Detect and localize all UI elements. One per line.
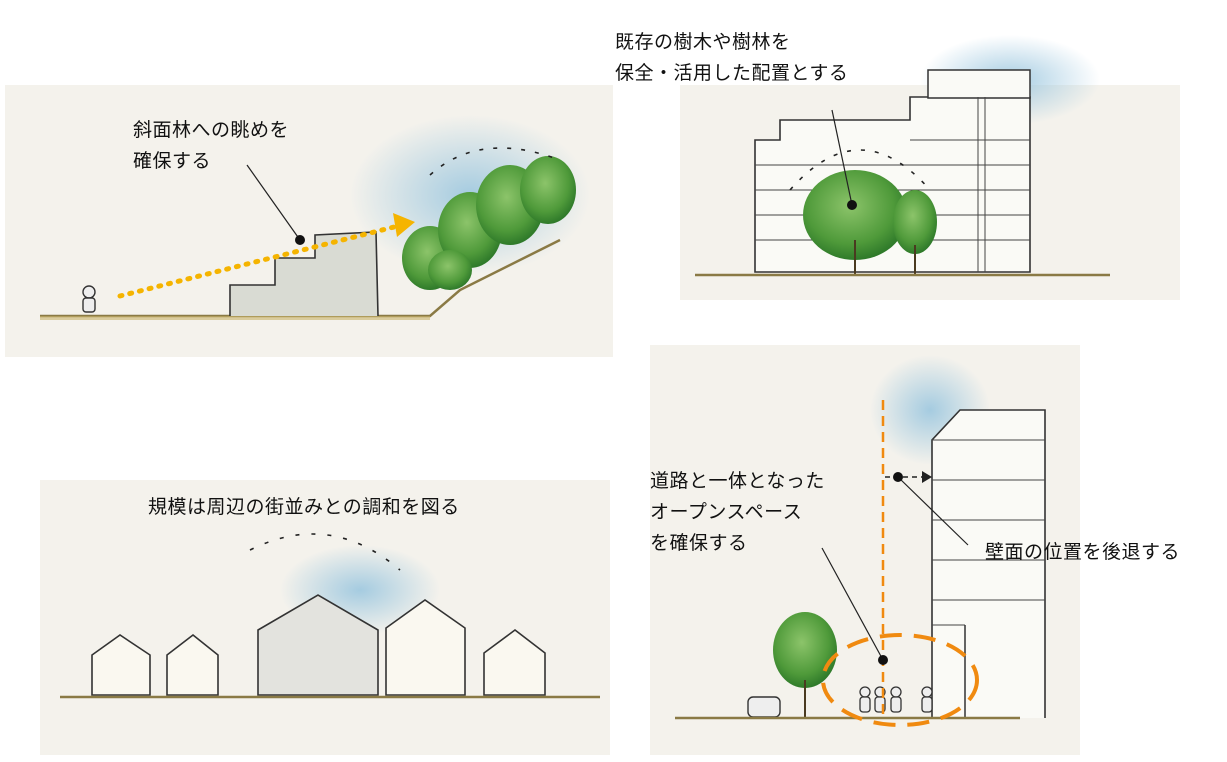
street-tree (773, 612, 837, 688)
label-line: オープンスペース (650, 501, 803, 523)
existing-trees (803, 170, 937, 275)
view-arc (789, 149, 931, 191)
setback-arrow-head (922, 471, 932, 483)
house (385, 599, 466, 696)
tall-building (931, 409, 1046, 718)
floor-lines (755, 97, 1030, 272)
leader-dot (847, 200, 857, 210)
label-line: 壁面の位置を後退する (985, 541, 1181, 563)
leader-dot (295, 235, 305, 245)
car (747, 696, 781, 718)
sight-line (117, 223, 401, 299)
large-house (257, 594, 379, 696)
label-slope-forest-view: 斜面林への眺めを 確保する (133, 115, 289, 177)
label-line: 道路と一体となった (650, 470, 825, 492)
leader-dot (893, 472, 903, 482)
view-arc (429, 147, 561, 176)
leader-line (821, 547, 884, 661)
open-space-ring (821, 633, 979, 727)
houses (91, 594, 546, 696)
slope-trees (402, 156, 576, 290)
panel-open-space (650, 345, 1080, 755)
label-setback: 壁面の位置を後退する (985, 537, 1180, 568)
label-line: 既存の樹木や樹林を (615, 31, 791, 53)
house (166, 633, 219, 696)
sight-arrow-head (393, 213, 415, 237)
label-scale-harmony: 規模は周辺の街並みとの調和を図る (148, 492, 460, 523)
panel-preserve-trees (680, 35, 1180, 300)
leader-dot (878, 655, 888, 665)
label-line: を確保する (650, 532, 748, 554)
label-line: 保全・活用した配置とする (615, 62, 849, 84)
person-figure (82, 285, 96, 313)
leader-line (246, 164, 301, 241)
rooftop-structure (927, 69, 1031, 99)
view-arc (249, 533, 401, 571)
label-line: 規模は周辺の街並みとの調和を図る (148, 496, 460, 518)
label-preserve-trees: 既存の樹木や樹林を 保全・活用した配置とする (615, 27, 848, 89)
label-open-space: 道路と一体となった オープンスペース を確保する (650, 466, 825, 559)
label-line: 確保する (133, 150, 212, 172)
house (91, 634, 151, 696)
panel-slope-forest (5, 85, 613, 357)
label-line: 斜面林への眺めを (133, 119, 290, 141)
panel-scale-harmony (40, 480, 610, 755)
leader-line (831, 109, 853, 206)
leader-line (897, 476, 969, 546)
floor-lines (932, 439, 1045, 626)
house (483, 628, 546, 696)
